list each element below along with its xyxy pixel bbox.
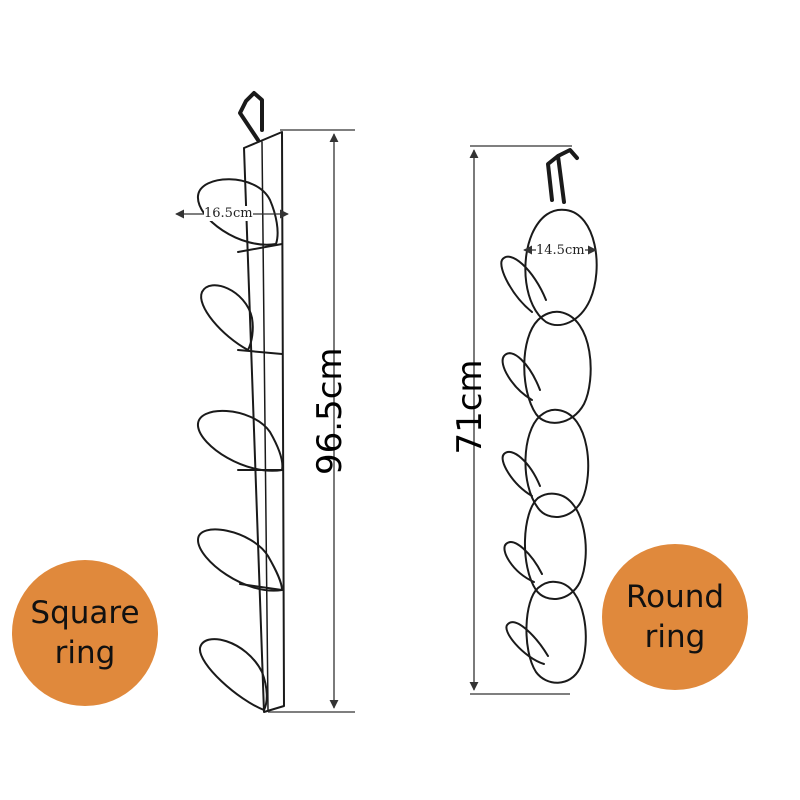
square-rack-frame: [243, 131, 285, 713]
square-ring-3: [196, 409, 284, 472]
square-badge-line2: ring: [54, 635, 116, 671]
square-ring-5: [199, 638, 268, 711]
square-rack-hook: [238, 91, 264, 142]
round-ring-5: [525, 580, 587, 684]
square-rack-height-label: 96.5cm: [310, 347, 350, 475]
round-ring-1: [524, 208, 598, 327]
round-rack-hook: [546, 148, 579, 204]
round-ring-width-label: 14.5cm: [536, 243, 585, 258]
round-ring-badge: Round ring: [602, 544, 748, 690]
square-ring-width-label: 16.5cm: [204, 206, 253, 221]
square-ring-4: [197, 528, 283, 592]
round-badge-line2: ring: [644, 619, 706, 655]
square-ring-badge: Square ring: [12, 560, 158, 706]
round-ring-2: [523, 310, 592, 424]
round-ring-4: [523, 492, 587, 600]
square-ring-2: [200, 284, 254, 351]
round-rack-height-label: 71cm: [450, 359, 490, 455]
round-ring-rack: [500, 148, 598, 684]
square-badge-line1: Square: [30, 595, 140, 631]
square-ring-rack: [196, 91, 285, 713]
round-badge-line1: Round: [625, 579, 725, 615]
round-ring-3: [524, 408, 590, 518]
